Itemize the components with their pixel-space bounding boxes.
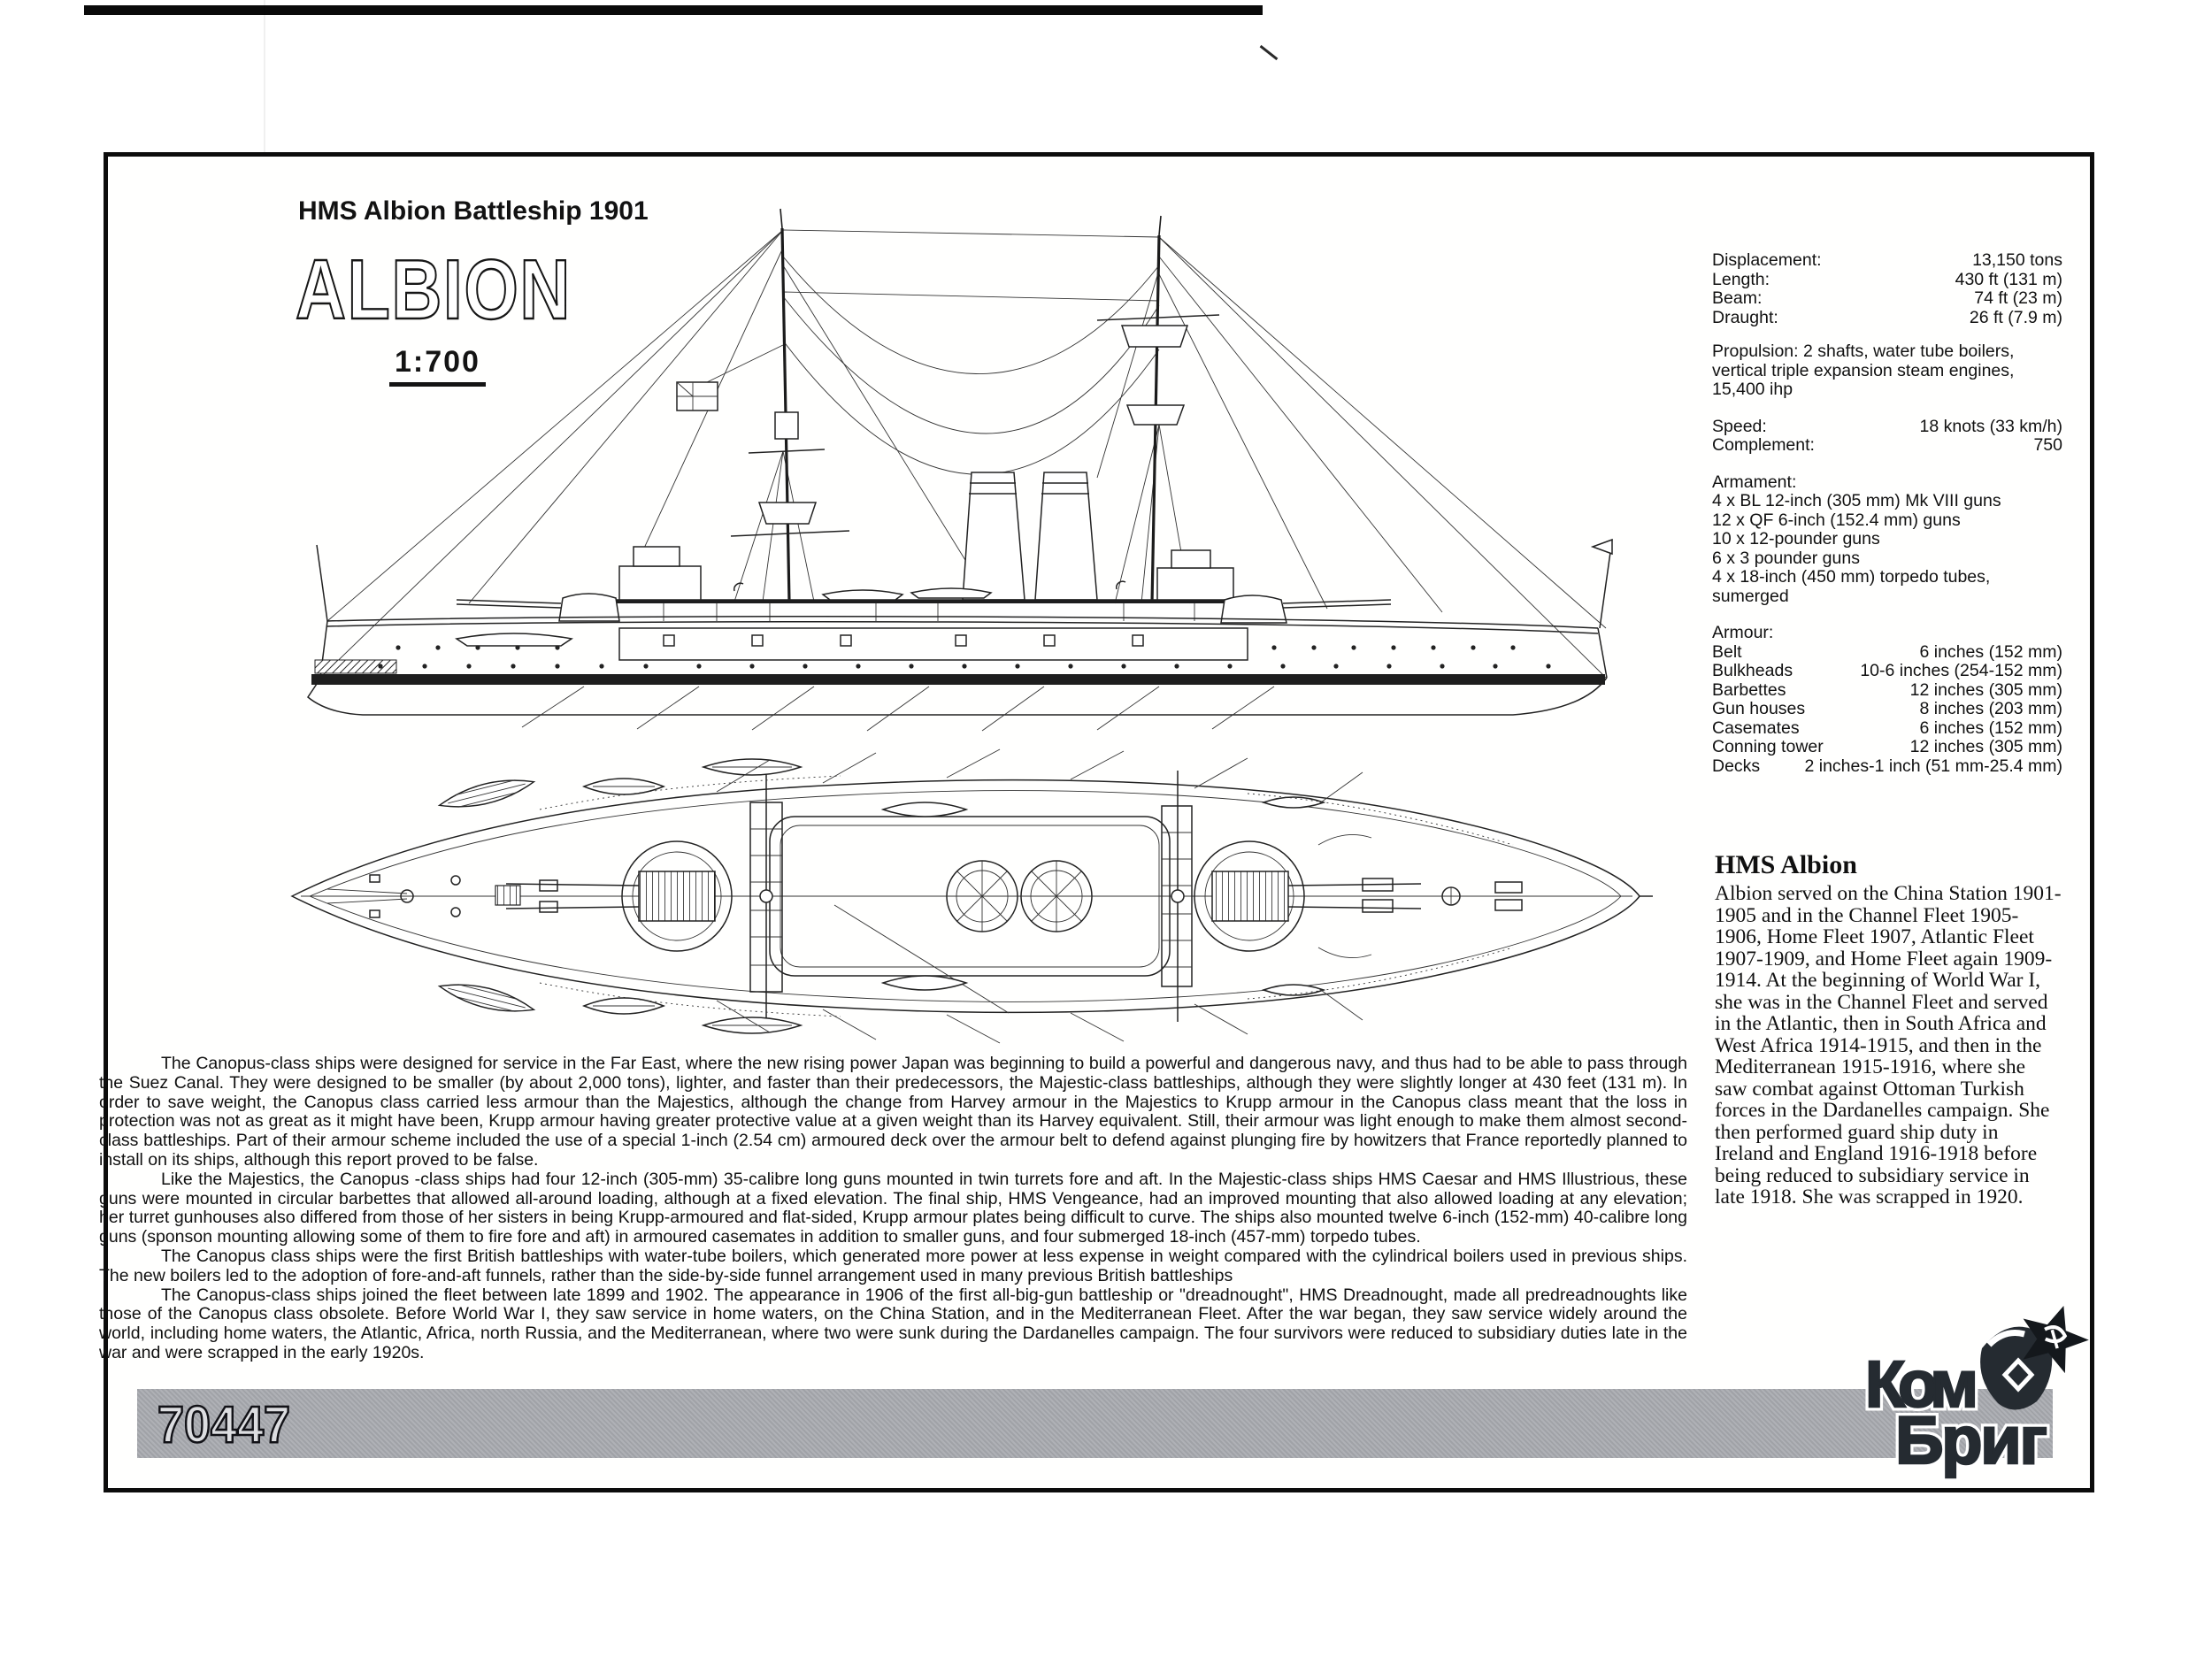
spec-propulsion: Propulsion: 2 shafts, water tube boilers… <box>1712 341 2015 399</box>
brand-word-bottom: Бриг <box>1895 1403 2047 1478</box>
sheet-border-frame <box>104 152 2094 1492</box>
armament-item: 4 x 18-inch (450 mm) torpedo tubes, sume… <box>1712 567 1991 606</box>
portholes <box>378 645 1551 669</box>
spec-table: Displacement:13,150 tons Length:430 ft (… <box>1712 250 2062 776</box>
funnels <box>962 472 1098 601</box>
brand-word-top-outline: Ком <box>1865 1347 1978 1421</box>
spec-row: Draught:26 ft (7.9 m) <box>1712 307 2062 327</box>
history-heading: HMS Albion <box>1715 850 1857 879</box>
armament-item: 6 x 3 pounder guns <box>1712 548 1860 568</box>
gun-turrets <box>456 593 1392 624</box>
armament-heading: Armament: <box>1712 472 1797 492</box>
article-paragraph: Like the Majestics, the Canopus -class s… <box>99 1169 1687 1247</box>
armament-item: 12 x QF 6-inch (152.4 mm) guns <box>1712 510 1961 530</box>
armament-item: 4 x BL 12-inch (305 mm) Mk VIII guns <box>1712 491 2001 510</box>
history-section: HMS Albion Albion served on the China St… <box>1715 851 2062 1208</box>
hull <box>306 538 1613 732</box>
plan-funnels <box>946 860 1093 932</box>
net-booms <box>521 686 1275 732</box>
spec-row: Displacement:13,150 tons <box>1712 250 2062 270</box>
scan-artifact-crease <box>264 0 265 152</box>
scan-artifact-tick <box>1259 44 1279 61</box>
side-profile-drawing <box>306 208 1613 732</box>
product-code-text: 70447 <box>157 1396 290 1453</box>
plan-net-booms <box>716 748 1363 1044</box>
scan-artifact-top-bar <box>84 5 1263 15</box>
article-paragraph: The Canopus-class ships were designed fo… <box>99 1054 1687 1170</box>
article-paragraph: The Canopus class ships were the first B… <box>99 1246 1687 1285</box>
rigging-lines <box>319 229 1607 679</box>
footer-gray-bar <box>137 1389 2053 1458</box>
plan-stern-fittings <box>1317 833 1653 959</box>
superstructure <box>455 546 1252 647</box>
kit-title: HMS Albion Battleship 1901 <box>298 196 649 226</box>
spec-row: Length:430 ft (131 m) <box>1712 269 2062 289</box>
history-body: Albion served on the China Station 1901-… <box>1715 882 2062 1208</box>
brand-logo: Ком Ком Бриг Бриг <box>1862 1305 2089 1483</box>
brand-word-bottom-outline: Бриг <box>1895 1403 2047 1478</box>
plan-bridge-wings <box>749 771 1193 1022</box>
spec-row: Beam:74 ft (23 m) <box>1712 288 2062 308</box>
brand-word-top: Ком <box>1865 1347 1978 1421</box>
plan-aft-turret <box>1194 840 1422 952</box>
class-description-article: The Canopus-class ships were designed fo… <box>99 1054 1687 1363</box>
article-paragraph: The Canopus-class ships joined the fleet… <box>99 1285 1687 1362</box>
ensign-flag <box>676 381 718 411</box>
spec-row: Speed:18 knots (33 km/h) <box>1712 416 2062 436</box>
mainmast <box>1096 215 1220 604</box>
plan-fore-turret <box>505 840 733 952</box>
star-icon <box>2023 1305 2089 1374</box>
ship-name-outline: ALBION <box>295 242 572 334</box>
plan-boats <box>437 758 1326 1034</box>
plan-edge-shading <box>539 775 1514 1017</box>
deck-plan-drawing <box>290 748 1653 1044</box>
spec-row: Complement:750 <box>1712 435 2062 455</box>
product-code: 70447 <box>157 1396 292 1453</box>
scale-label: 1:700 <box>389 345 486 387</box>
armament-item: 10 x 12-pounder guns <box>1712 529 1880 549</box>
foremast <box>730 208 850 602</box>
armour-heading: Armour: <box>1712 623 1774 642</box>
plan-bow-fittings <box>326 874 558 918</box>
ship-name-text: ALBION <box>296 242 572 334</box>
